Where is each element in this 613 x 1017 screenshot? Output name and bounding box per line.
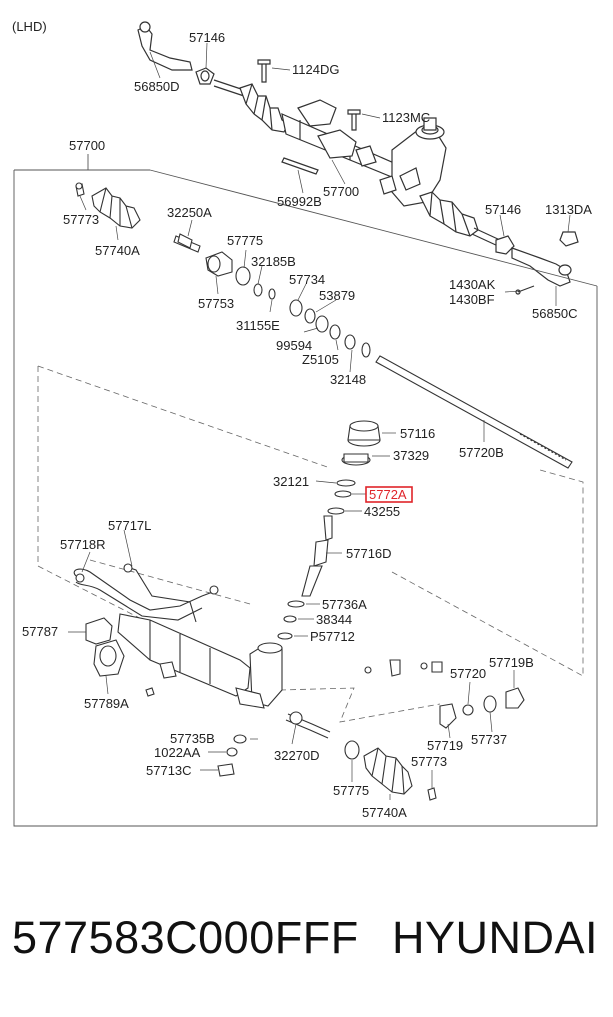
part-number: 577583C000FFF bbox=[12, 912, 359, 963]
callout-38344: 38344 bbox=[316, 612, 352, 627]
exploded-frame bbox=[13, 154, 598, 827]
callout-32185B: 32185B bbox=[251, 254, 296, 269]
callout-1430AK: 1430AK bbox=[449, 277, 496, 292]
callout-57753: 57753 bbox=[198, 296, 234, 311]
callout-57146-right: 57146 bbox=[485, 202, 521, 217]
callout-1313DA: 1313DA bbox=[545, 202, 592, 217]
callout-56850C: 56850C bbox=[532, 306, 578, 321]
callout-57719: 57719 bbox=[427, 738, 463, 753]
callout-57700-mid: 57700 bbox=[323, 184, 359, 199]
callout-57718R: 57718R bbox=[60, 537, 106, 552]
top-gear-assembly bbox=[137, 21, 579, 295]
lower-housing bbox=[73, 563, 525, 801]
valve-leaders bbox=[294, 432, 396, 637]
lhd-label: (LHD) bbox=[12, 19, 47, 34]
callout-57737: 57737 bbox=[471, 732, 507, 747]
callout-57773-top: 57773 bbox=[63, 212, 99, 227]
callout-57773-bot: 57773 bbox=[411, 754, 447, 769]
callout-56992B: 56992B bbox=[277, 194, 322, 209]
callout-57700-box: 57700 bbox=[69, 138, 105, 153]
callout-99594: 99594 bbox=[276, 338, 312, 353]
valve-parts bbox=[277, 420, 381, 640]
callout-57735B: 57735B bbox=[170, 731, 215, 746]
exploded-leaders bbox=[79, 195, 485, 442]
callout-57713C: 57713C bbox=[146, 763, 192, 778]
callout-32270D: 32270D bbox=[274, 748, 320, 763]
callout-57716D: 57716D bbox=[346, 546, 392, 561]
callout-57116: 57116 bbox=[400, 426, 435, 441]
callout-57146-top: 57146 bbox=[189, 30, 225, 45]
callout-57720: 57720 bbox=[450, 666, 486, 681]
callout-P57712: P57712 bbox=[310, 629, 355, 644]
callout-57789A: 57789A bbox=[84, 696, 129, 711]
callout-53879: 53879 bbox=[319, 288, 355, 303]
callout-57720B: 57720B bbox=[459, 445, 504, 460]
callout-1124DG: 1124DG bbox=[292, 62, 339, 77]
callout-1123MC: 1123MC bbox=[382, 110, 430, 125]
callout-31155E: 31155E bbox=[236, 318, 280, 333]
callout-43255: 43255 bbox=[364, 504, 400, 519]
callout-57775-top: 57775 bbox=[227, 233, 263, 248]
callout-57734: 57734 bbox=[289, 272, 325, 287]
lower-leaders bbox=[68, 529, 515, 800]
exploded-parts-upper bbox=[75, 182, 573, 469]
brand-name: HYUNDAI bbox=[392, 912, 599, 963]
callout-56850D: 56850D bbox=[134, 79, 180, 94]
callout-1430BF: 1430BF bbox=[449, 292, 495, 307]
callout-37329: 37329 bbox=[393, 448, 429, 463]
callout-32250A: 32250A bbox=[167, 205, 212, 220]
callout-5772A: 5772A bbox=[369, 487, 407, 502]
callout-57719B: 57719B bbox=[489, 655, 534, 670]
callout-1022AA: 1022AA bbox=[154, 745, 201, 760]
callout-57740A-top: 57740A bbox=[95, 243, 140, 258]
highlight-box-5772A bbox=[365, 486, 413, 503]
callout-57775-bot: 57775 bbox=[333, 783, 369, 798]
callout-57787: 57787 bbox=[22, 624, 58, 639]
callout-32121: 32121 bbox=[273, 474, 309, 489]
callout-32148: 32148 bbox=[330, 372, 366, 387]
callout-57717L: 57717L bbox=[108, 518, 151, 533]
top-leader-lines bbox=[149, 42, 571, 306]
callout-57736A: 57736A bbox=[322, 597, 367, 612]
callout-Z5105: Z5105 bbox=[302, 352, 339, 367]
callout-57740A-bot: 57740A bbox=[362, 805, 407, 820]
callout-labels: 57146 56850D 1124DG 1123MC 56992B 57700 … bbox=[22, 30, 592, 820]
